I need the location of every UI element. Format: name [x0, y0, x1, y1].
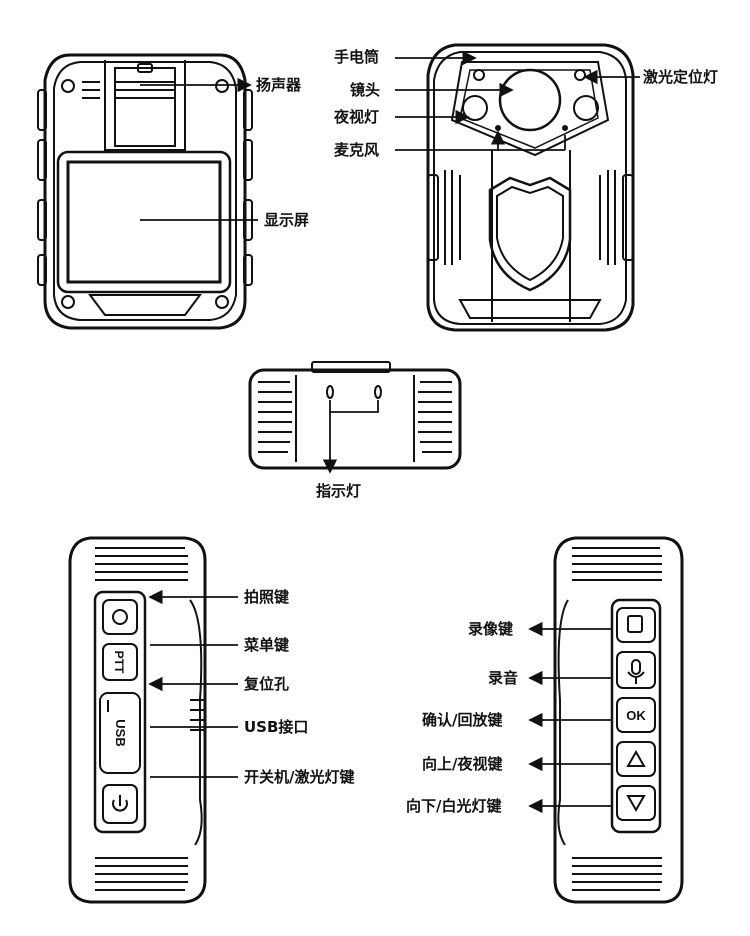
flashlight-label: 手电筒 [334, 48, 380, 66]
callout-lines [140, 50, 640, 814]
confirm-playback-key-label: 确认/回放键 [422, 711, 503, 729]
photo-key-label: 拍照键 [244, 588, 290, 606]
front-view [37, 53, 253, 330]
usb-cover-text: USB [113, 719, 128, 746]
reset-hole-label: 复位孔 [244, 675, 290, 693]
lens-label: 镜头 [350, 81, 381, 99]
usb-port-label: USB接口 [244, 718, 309, 736]
power-laser-key-label: 开关机/激光灯键 [244, 768, 355, 786]
down-white-light-key-label: 向下/白光灯键 [406, 797, 502, 815]
indicator-light-label: 指示灯 [316, 482, 362, 500]
indicator-bracket [329, 400, 379, 413]
top-view [248, 361, 462, 470]
up-night-vision-key-label: 向上/夜视键 [422, 755, 503, 773]
speaker-label: 扬声器 [256, 76, 302, 94]
back-view [426, 43, 635, 332]
laser-locator-label: 激光定位灯 [643, 68, 719, 86]
left-side-view [68, 536, 207, 904]
microphone-label: 麦克风 [334, 141, 380, 159]
record-video-key-label: 录像键 [468, 620, 514, 638]
ptt-key-text: PTT [112, 651, 126, 674]
right-side-view [553, 536, 684, 904]
mic-callout [395, 130, 506, 151]
ok-key-text: OK [626, 708, 646, 723]
night-vision-light-label: 夜视灯 [334, 108, 380, 126]
display-label: 显示屏 [264, 211, 310, 229]
record-audio-key-label: 录音 [488, 669, 519, 687]
menu-key-label: 菜单键 [244, 636, 290, 654]
